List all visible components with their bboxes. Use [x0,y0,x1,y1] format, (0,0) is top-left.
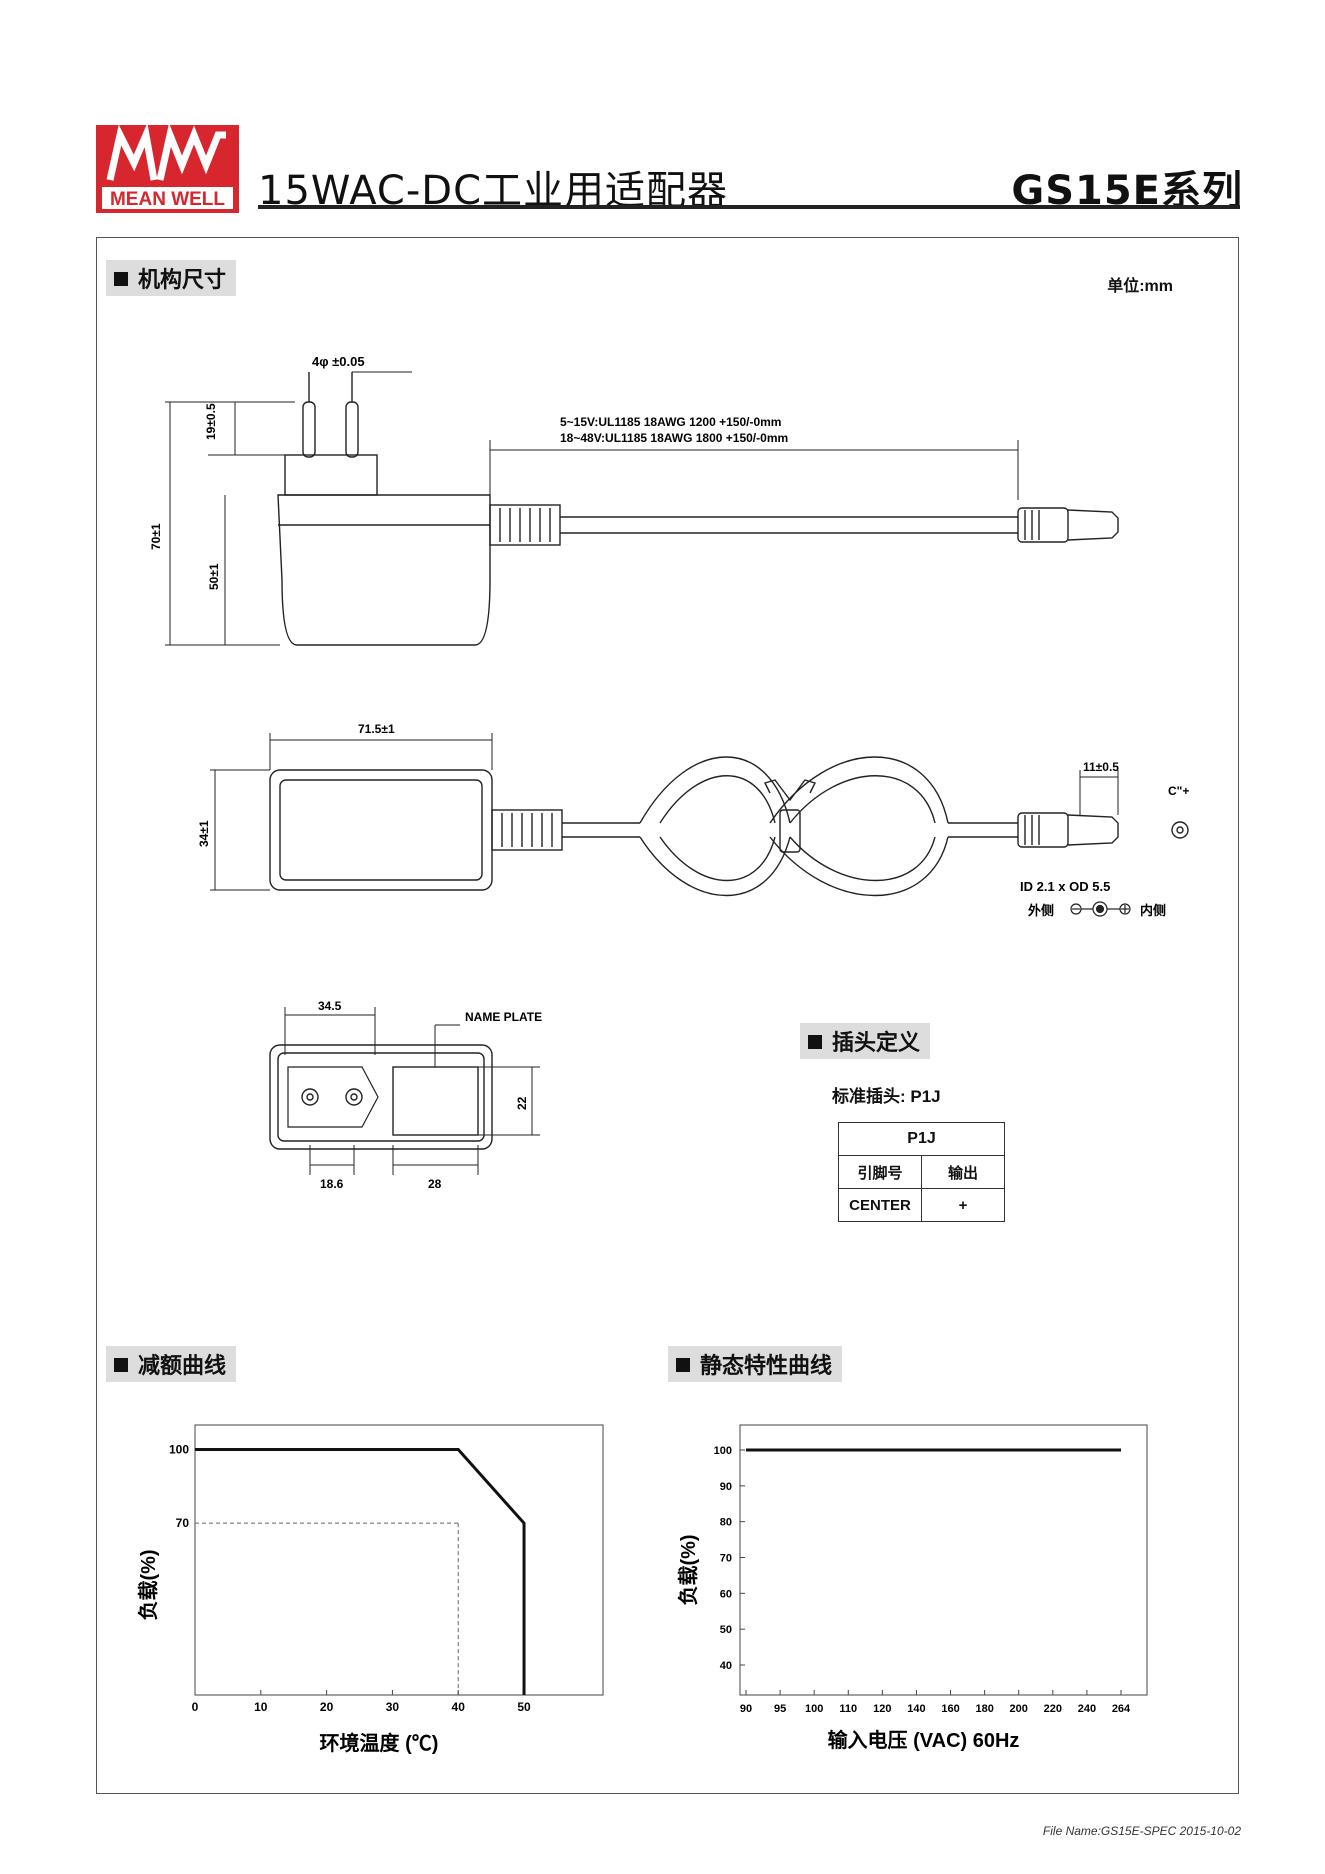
standard-plug-label: 标准插头: P1J [832,1087,941,1106]
polarity-label: C"+" [1168,784,1190,798]
y-tick-label: 100 [714,1445,732,1457]
pin-length-label: 19±0.5 [204,403,218,440]
cable-spec-2: 18~48V:UL1185 18AWG 1800 +150/-0mm [560,431,788,445]
np-width-label: 28 [428,1177,442,1191]
header-rule [258,205,1240,209]
total-height-label: 70±1 [149,523,163,550]
unit-label: 单位:mm [1107,278,1173,295]
y-axis-label: 负载(%) [676,1534,700,1605]
pin-table-header: 引脚号 [838,1155,922,1189]
front-view-drawing: 34.5 NAME PLATE 22 18.6 28 [269,999,542,1191]
x-tick-label: 100 [805,1703,823,1715]
static-chart: 90 95 100 110 120 140 160 180 200 220 240 264 40 50 60… [676,1424,1148,1752]
x-tick-label: 240 [1078,1703,1096,1715]
plot-frame [739,1424,1148,1696]
bullet-square-icon [676,1358,690,1372]
width-label: 71.5±1 [358,722,395,736]
y-axis-label: 负载(%) [136,1549,160,1620]
name-plate-label: NAME PLATE [465,1010,542,1024]
x-tick-label: 90 [740,1703,752,1715]
y-tick-label: 60 [720,1588,732,1600]
pin-pitch-label: 18.6 [320,1177,344,1191]
x-tick-label: 160 [941,1703,959,1715]
x-tick-label: 40 [452,1700,466,1714]
outer-label: 外侧 [1027,903,1054,918]
derating-line [195,1448,526,1695]
inner-label: 内侧 [1140,903,1166,918]
x-tick-label: 0 [192,1700,199,1714]
top-view-drawing: 71.5±1 34±1 11±0.5 C"+" ID 2.1 x OD 5.5 … [197,722,1190,918]
x-tick-label: 110 [839,1703,857,1715]
x-axis-label: 环境温度 (℃) [320,1731,439,1755]
pin-span-label: 34.5 [318,999,342,1013]
plug-length-label: 11±0.5 [1083,760,1119,774]
section-title: 机构尺寸 [138,268,227,293]
x-tick-label: 140 [907,1703,925,1715]
bullet-square-icon [114,1358,128,1372]
pin-table-title: P1J [838,1122,1005,1156]
pin-table-cell: + [921,1188,1005,1222]
side-view-drawing: 4φ ±0.05 5~15V:UL1185 18AWG 1200 +150/-0… [149,354,1119,646]
x-tick-label: 95 [774,1703,786,1715]
y-tick-label: 70 [176,1516,190,1530]
y-tick-label: 80 [720,1517,732,1529]
cable-spec-1: 5~15V:UL1185 18AWG 1200 +150/-0mm [560,415,781,429]
section-title: 静态特性曲线 [700,1354,833,1379]
pin-table: P1J 引脚号 输出 CENTER + [838,1122,1005,1222]
polarity-symbol-icon [1070,901,1131,917]
brand-logo: MEAN WELL [96,122,239,213]
section-static: 静态特性曲线 [668,1346,843,1382]
bullet-square-icon [114,272,128,286]
brand-name: MEAN WELL [110,189,225,210]
y-tick-label: 100 [169,1443,189,1457]
depth-label: 34±1 [197,820,211,847]
derating-chart: 0 10 20 30 40 50 70 100 环境温度 (℃) 负载(%) [136,1424,604,1755]
y-tick-label: 70 [720,1553,732,1565]
bullet-square-icon [808,1035,822,1049]
x-tick-label: 180 [975,1703,993,1715]
section-title: 插头定义 [832,1031,921,1056]
x-tick-label: 50 [517,1700,531,1714]
section-mechanical: 机构尺寸 [106,260,237,296]
plot-frame [194,1424,604,1696]
x-tick-label: 264 [1112,1703,1131,1715]
content-frame [96,237,1239,1794]
x-tick-label: 10 [254,1700,268,1714]
y-tick-label: 90 [720,1481,732,1493]
section-title: 减额曲线 [138,1354,227,1379]
pin-table-cell: CENTER [838,1188,922,1222]
pin-table-header: 输出 [921,1155,1005,1189]
x-tick-label: 200 [1010,1703,1028,1715]
y-tick-label: 40 [720,1660,732,1672]
np-height-label: 22 [515,1096,529,1110]
x-tick-label: 20 [320,1700,334,1714]
x-axis-label: 输入电压 (VAC) 60Hz [828,1728,1020,1752]
section-plug: 插头定义 [800,1023,931,1059]
pin-diameter-label: 4φ ±0.05 [312,354,365,369]
section-derating: 减额曲线 [106,1346,237,1382]
x-tick-label: 30 [386,1700,400,1714]
y-tick-label: 50 [720,1624,732,1636]
x-tick-label: 120 [873,1703,891,1715]
plug-size-label: ID 2.1 x OD 5.5 [1020,879,1110,894]
x-tick-label: 220 [1044,1703,1062,1715]
body-height-label: 50±1 [207,563,221,590]
footer-file-name: File Name:GS15E-SPEC 2015-10-02 [1042,1824,1241,1838]
